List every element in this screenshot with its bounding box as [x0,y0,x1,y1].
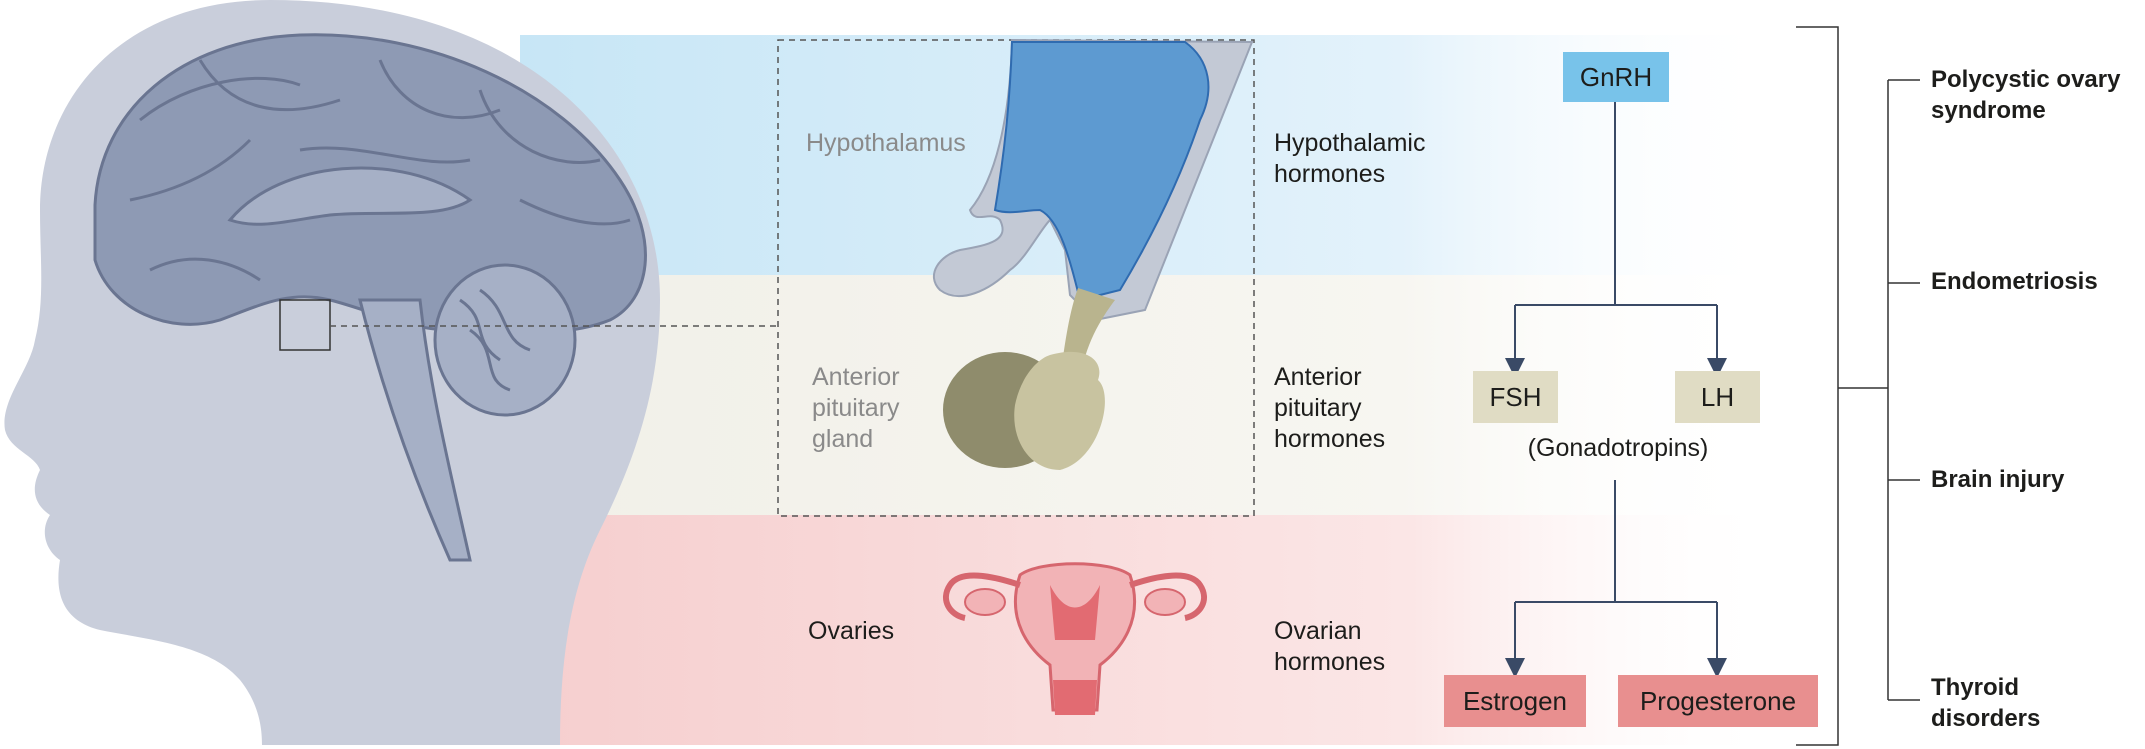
gonadotropins-label: (Gonadotropins) [1527,434,1709,462]
anterior-pituitary-label: Anterior pituitary gland [812,363,900,453]
band-ovarian [551,515,1780,745]
hypothalamus-region [993,41,1210,302]
ovaries-label: Ovaries [808,617,895,645]
uterus-ovaries-illustration [943,562,1207,715]
disease-endometriosis: Endometriosis [1931,268,2098,295]
zoom-inset-frame [777,39,1255,517]
gnrh-box: GnRH [1563,52,1669,102]
flow-lines [1505,102,1727,678]
estrogen-box: Estrogen [1444,675,1586,727]
hypothalamus-pituitary-illustration [933,38,1254,470]
disease-thyroid: Thyroid disorders [1931,674,2041,732]
ovarian-hormones-label: Ovarian hormones [1274,617,1386,676]
disease-pcos: Polycystic ovary syndrome [1931,66,2121,124]
disease-brain-injury: Brain injury [1931,466,2065,493]
fsh-box: FSH [1473,371,1558,423]
hypothalamus-label: Hypothalamus [806,129,966,157]
hypothalamic-hormones-label: Hypothalamic hormones [1274,129,1426,188]
brain [93,33,647,562]
posterior-pituitary-lobe [1014,351,1105,470]
progesterone-box: Progesterone [1618,675,1818,727]
hypothalamus-zoom-box [279,299,331,351]
disease-bracket [1796,26,1920,746]
band-pituitary [520,275,1780,515]
pituitary-hormones-label: Anterior pituitary hormones [1274,363,1386,453]
lh-box: LH [1675,371,1760,423]
